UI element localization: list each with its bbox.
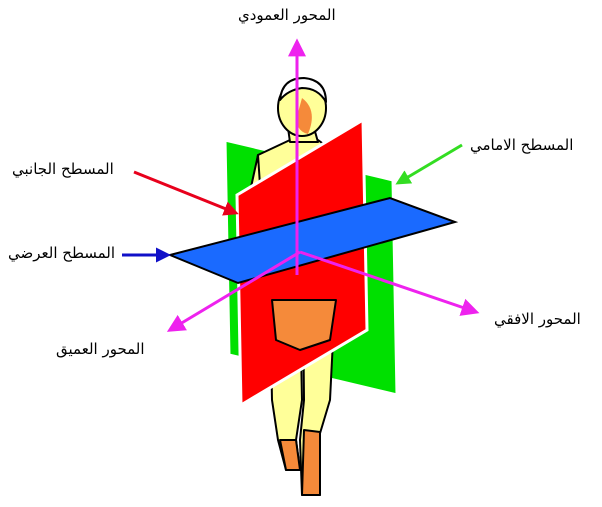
- left-shin-shade: [279, 439, 301, 471]
- frontal-plane-label: المسطح الامامي: [470, 136, 574, 154]
- sagittal-pointer-arrow: [133, 170, 239, 216]
- lower-body: [271, 299, 337, 351]
- head-shade: [296, 98, 312, 134]
- vertical-axis-label: المحور العمودي: [238, 6, 336, 24]
- sagittal-plane-label: المسطح الجانبي: [12, 160, 114, 178]
- hair: [279, 77, 327, 103]
- frontal-pointer-arrow: [395, 143, 463, 185]
- transverse-plane: [166, 196, 459, 285]
- right-shin-shade: [301, 429, 321, 496]
- transverse-plane-label: المسطح العرضي: [8, 244, 116, 262]
- depth-axis: [166, 250, 301, 332]
- horizontal-axis-label: المحور الافقي: [494, 310, 581, 328]
- horizontal-axis: [299, 250, 480, 316]
- depth-axis-label: المحور العميق: [56, 340, 145, 358]
